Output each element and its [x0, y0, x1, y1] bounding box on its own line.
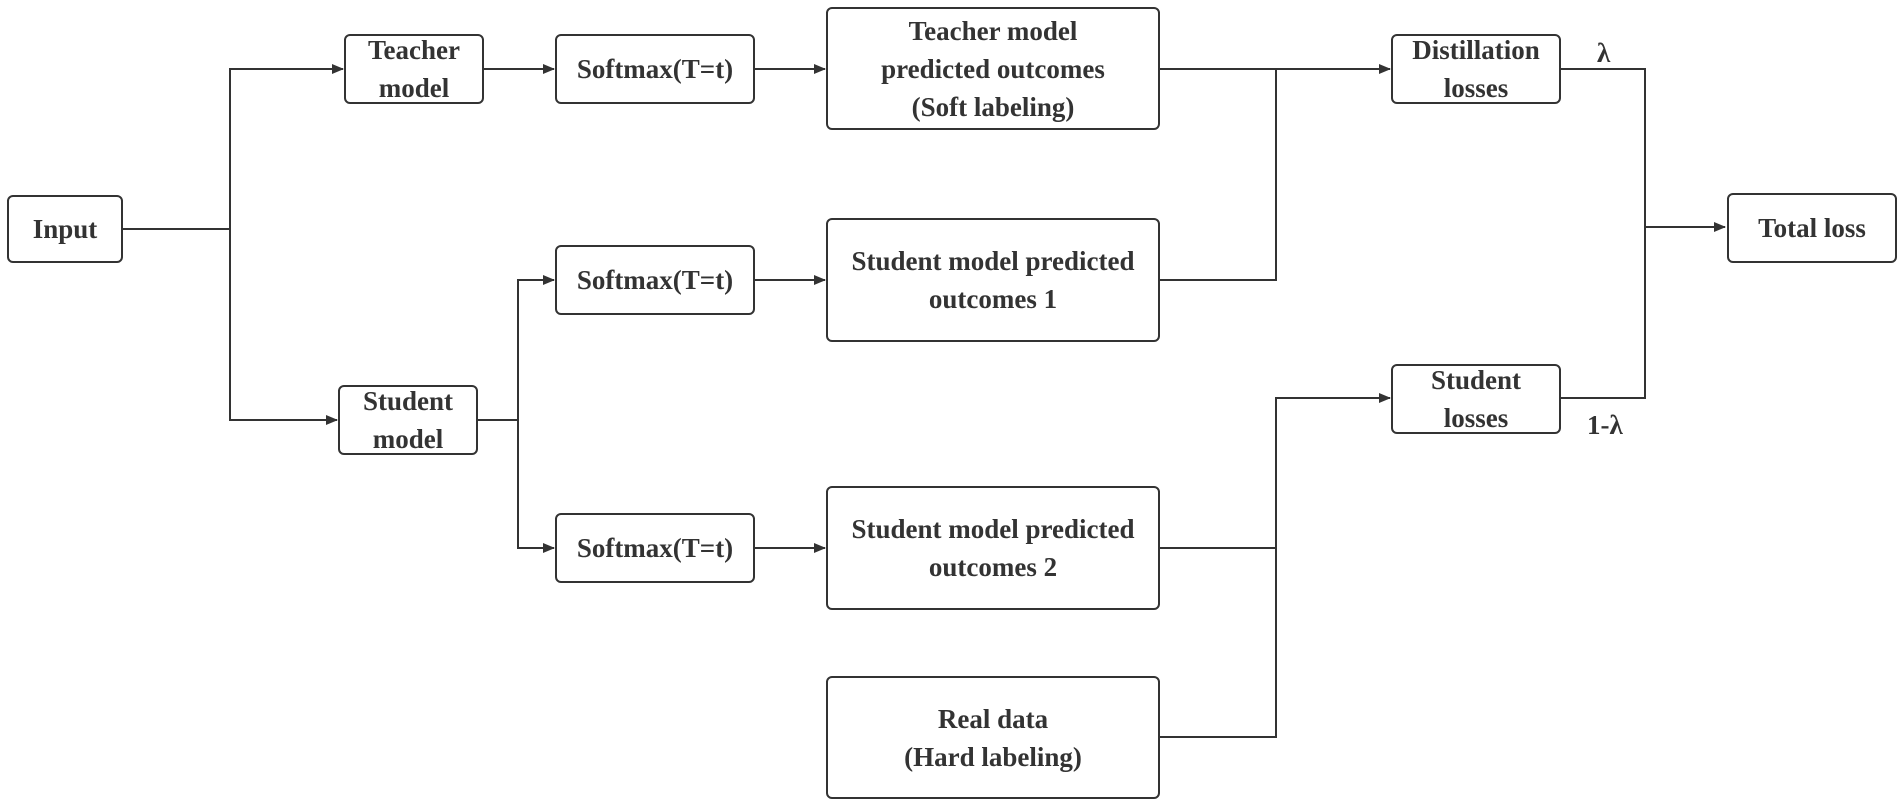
input-node: Input: [7, 195, 123, 263]
student-outcomes-2-node: Student model predicted outcomes 2: [826, 486, 1160, 610]
total-loss-label: Total loss: [1758, 213, 1866, 243]
teacher-model-node: Teacher model: [344, 34, 484, 104]
student-model-node: Student model: [338, 385, 478, 455]
edge-student-outcomes-1-distillation: [1160, 69, 1277, 281]
input-node-label: Input: [32, 214, 98, 244]
distillation-losses-node: Distillation losses: [1391, 34, 1561, 104]
total-loss-node: Total loss: [1727, 193, 1897, 263]
edge-split-student: [229, 229, 338, 425]
softmax-student-2-node: Softmax(T=t): [555, 513, 755, 583]
softmax-student-1-label: Softmax(T=t): [576, 265, 734, 295]
edge-student-softmax-2: [517, 420, 555, 553]
student-outcomes-1-node: Student model predicted outcomes 1: [826, 218, 1160, 342]
softmax-student-1-node: Softmax(T=t): [555, 245, 755, 315]
edge-student-losses-total: [1561, 227, 1646, 399]
real-data-node: Real data (Hard labeling): [826, 676, 1160, 799]
teacher-outcomes-node: Teacher model predicted outcomes (Soft l…: [826, 7, 1160, 130]
student-losses-label: Student losses: [1430, 365, 1522, 433]
edge-distillation-total: [1561, 68, 1646, 227]
edge-student-softmax-1: [517, 275, 555, 420]
softmax-teacher-label: Softmax(T=t): [576, 54, 734, 84]
real-data-label: Real data (Hard labeling): [904, 703, 1082, 772]
student-outcomes-1-label: Student model predicted outcomes 1: [851, 246, 1135, 314]
one-minus-lambda-weight-label: 1-λ: [1587, 410, 1623, 440]
softmax-student-2-label: Softmax(T=t): [576, 533, 734, 563]
student-losses-node: Student losses: [1391, 364, 1561, 434]
edge-real-data-merge: [1160, 393, 1391, 738]
lambda-weight-label: λ: [1597, 38, 1611, 68]
student-outcomes-2-label: Student model predicted outcomes 2: [851, 514, 1135, 582]
teacher-model-label: Teacher model: [368, 35, 460, 103]
teacher-outcomes-label: Teacher model predicted outcomes (Soft l…: [881, 15, 1105, 122]
softmax-teacher-node: Softmax(T=t): [555, 34, 755, 104]
edge-split-teacher: [229, 64, 344, 229]
student-model-label: Student model: [362, 386, 454, 454]
distillation-losses-label: Distillation losses: [1412, 35, 1540, 103]
